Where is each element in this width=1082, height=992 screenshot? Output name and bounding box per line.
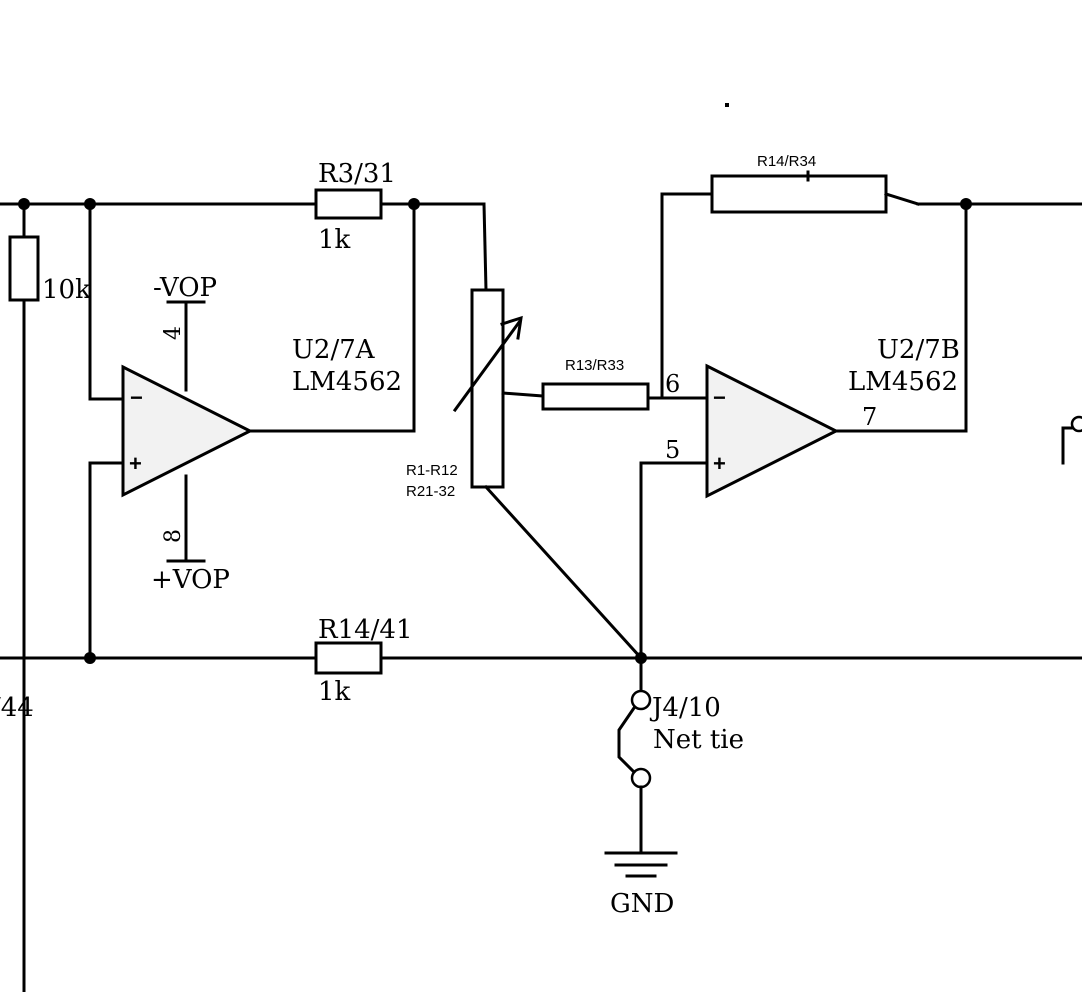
label-u2b-ref: U2/7B <box>877 335 960 365</box>
label-j4-10: J4/10 <box>649 693 721 723</box>
u2b-plus-sign: + <box>713 451 726 476</box>
label-pot-line2: R21-32 <box>406 483 455 500</box>
label-r14-41-value: 1k <box>318 677 351 707</box>
u2b-minus-sign: − <box>713 385 726 410</box>
net-tie-terminal-bottom <box>630 767 652 789</box>
top-rail-wires <box>0 202 1082 292</box>
label-pin-4: 4 <box>161 326 186 340</box>
label-left-edge: /44 <box>0 693 34 723</box>
potentiometer-r1-r12 <box>470 288 505 489</box>
feedback-right-wire <box>884 192 920 206</box>
partial-terminal-right-edge <box>1070 415 1082 433</box>
partial-symbol-right-edge <box>1061 426 1074 465</box>
junction-dots <box>18 198 972 664</box>
net-tie-terminal-top <box>630 689 652 711</box>
resistor-r3-31 <box>314 188 383 220</box>
label-u2b-part: LM4562 <box>848 367 958 397</box>
label-10k: 10k <box>42 275 91 305</box>
label-r3-value: 1k <box>318 225 351 255</box>
pot-adjust-arrow-shaft <box>452 318 523 413</box>
opamp-u2-7b <box>705 363 840 499</box>
ground-symbol <box>604 851 678 878</box>
wiper-wire <box>501 391 545 398</box>
label-net-tie: Net tie <box>653 725 744 755</box>
label-minus-vop: -VOP <box>153 273 217 303</box>
u2a-wiring <box>88 202 416 660</box>
label-gnd: GND <box>610 889 674 919</box>
pot-adjust-arrow-head <box>500 315 523 340</box>
resistor-10k <box>8 235 40 302</box>
label-plus-vop: +VOP <box>151 565 230 595</box>
pot-bottom-wire <box>483 484 644 661</box>
label-u2a-part: LM4562 <box>292 367 402 397</box>
resistor-r14-41 <box>314 641 383 675</box>
label-pin-6: 6 <box>665 370 680 398</box>
net-tie-link <box>617 705 637 775</box>
label-r13-r33: R13/R33 <box>565 357 624 374</box>
resistor-r13-r33 <box>541 382 650 411</box>
u2b-wiring <box>639 202 968 660</box>
label-r14-r34: R14/R34 <box>757 153 816 170</box>
u2a-minus-sign: − <box>130 385 143 410</box>
label-r14-41: R14/41 <box>318 615 413 645</box>
label-pot-line1: R1-R12 <box>406 462 458 479</box>
label-u2a-ref: U2/7A <box>292 335 376 365</box>
resistor-r14-r34 <box>710 174 888 214</box>
stray-mark <box>725 103 729 107</box>
label-pin-8: 8 <box>161 529 186 543</box>
label-pin-5: 5 <box>665 436 680 464</box>
label-pin-7: 7 <box>862 403 877 431</box>
label-r3-31: R3/31 <box>318 159 396 189</box>
u2a-plus-sign: + <box>129 451 142 476</box>
opamp-u2-7a <box>121 364 254 498</box>
